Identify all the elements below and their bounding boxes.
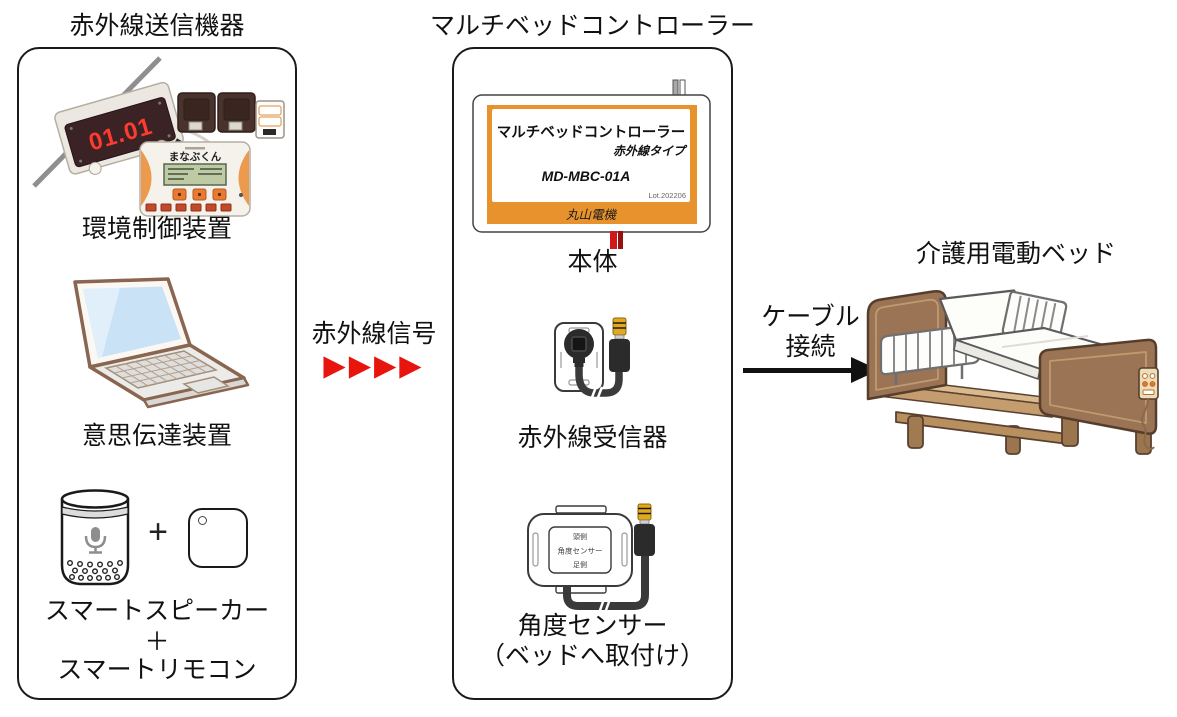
environment-control-device-illustration: 01.01 まなぶくん bbox=[32, 56, 285, 217]
plate-type-text: 赤外線タイプ bbox=[613, 144, 688, 158]
smart-remote-illustration bbox=[188, 508, 248, 568]
laptop-illustration bbox=[73, 277, 250, 409]
angle-sensor-illustration: 頭側 角度センサー 足側 bbox=[527, 503, 655, 614]
white-module-box bbox=[255, 100, 285, 139]
speaker-holes bbox=[66, 559, 124, 581]
angle-sensor-label-line2: （ベッドへ取付け） bbox=[479, 642, 705, 670]
antenna-pin-1 bbox=[672, 79, 679, 97]
ir-transmitter-box-1 bbox=[177, 92, 216, 133]
electric-care-bed-illustration bbox=[866, 289, 1159, 455]
ir-receiver-label: 赤外線受信器 bbox=[517, 424, 668, 452]
antenna-pin-2 bbox=[679, 79, 686, 97]
microphone-icon bbox=[84, 527, 107, 554]
plus-sign-graphic: + bbox=[148, 513, 168, 551]
laptop-label: 意思伝達装置 bbox=[81, 422, 232, 450]
main-unit-illustration: マルチベッドコントローラー 赤外線タイプ MD-MBC-01A Lot.2022… bbox=[472, 79, 711, 249]
audio-jack bbox=[609, 317, 630, 372]
bed-remote-control bbox=[1138, 367, 1159, 450]
sensor-plate-head-text: 頭側 bbox=[573, 532, 587, 541]
sensor-plate-name-text: 角度センサー bbox=[558, 546, 603, 556]
angle-sensor-label-line1: 角度センサー bbox=[517, 612, 668, 640]
cable-label-line2: 接続 bbox=[785, 333, 836, 361]
cable-label-line1: ケーブル bbox=[761, 303, 860, 331]
ir-transmitter-box-2 bbox=[217, 92, 256, 133]
smart-remote-label: スマートリモコン bbox=[57, 656, 257, 684]
power-cable bbox=[610, 231, 617, 249]
env-device-label: 環境制御装置 bbox=[81, 215, 232, 243]
control-unit: まなぶくん bbox=[139, 141, 251, 217]
plate-model-text: MD-MBC-01A bbox=[542, 168, 631, 184]
plate-maker-text: 丸山電機 bbox=[566, 208, 618, 222]
smart-speaker-illustration bbox=[60, 489, 130, 586]
ir-receiver-illustration bbox=[554, 317, 630, 401]
smart-speaker-label: スマートスピーカー bbox=[44, 597, 270, 625]
audio-jack bbox=[634, 503, 655, 556]
main-unit-label: 本体 bbox=[567, 248, 618, 276]
sensor-plate-foot-text: 足側 bbox=[573, 560, 587, 569]
plus-label: ＋ bbox=[144, 628, 170, 656]
plate-lot-text: Lot.202206 bbox=[648, 191, 686, 200]
ir-signal-label: 赤外線信号 bbox=[311, 320, 437, 348]
center-group-title: マルチベッドコントローラー bbox=[429, 12, 755, 40]
plate-title-text: マルチベッドコントローラー bbox=[497, 124, 686, 141]
cable-arrow-shaft bbox=[743, 368, 853, 373]
left-group-title: 赤外線送信機器 bbox=[69, 12, 245, 40]
footboard bbox=[1038, 338, 1158, 435]
control-unit-name: まなぶくん bbox=[169, 151, 222, 163]
remote-indicator-dot bbox=[198, 516, 207, 525]
ir-signal-arrows-icon: ▶▶▶▶ bbox=[323, 350, 425, 382]
bed-title: 介護用電動ベッド bbox=[915, 240, 1116, 268]
